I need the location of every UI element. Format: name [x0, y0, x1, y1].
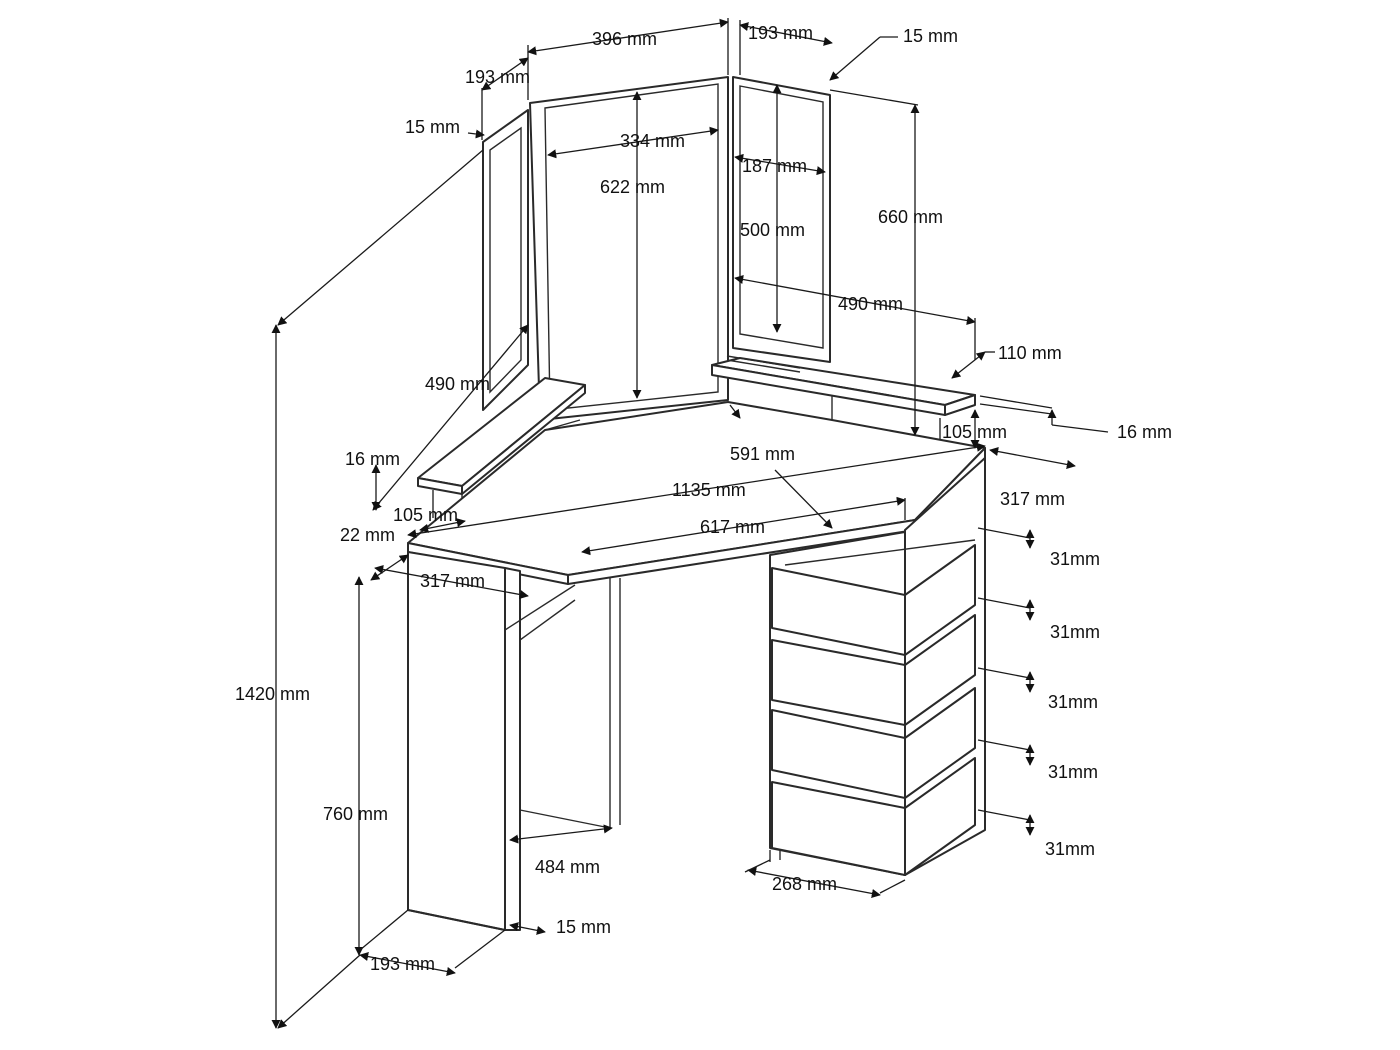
label-d490-right: 490 mm — [838, 294, 903, 314]
label-d484: 484 mm — [535, 857, 600, 877]
label-gap31-1: 31mm — [1050, 549, 1100, 569]
label-w193-top-right: 193 mm — [748, 23, 813, 43]
label-d317-right: 317 mm — [1000, 489, 1065, 509]
label-gap31-4: 31mm — [1048, 762, 1098, 782]
mirror-center-panel — [529, 76, 729, 421]
label-w15-top-right: 15 mm — [903, 26, 958, 46]
label-h622: 622 mm — [600, 177, 665, 197]
drawer-3 — [771, 687, 976, 799]
drawer-1 — [771, 539, 976, 656]
right-shelf — [711, 355, 976, 450]
label-w334: 334 mm — [620, 131, 685, 151]
drawer-4 — [771, 757, 976, 876]
mirror-left-panel — [482, 109, 529, 411]
label-w193-top-left: 193 mm — [465, 67, 530, 87]
label-d591: 591 mm — [730, 444, 795, 464]
label-gap31-2: 31mm — [1050, 622, 1100, 642]
label-w396: 396 mm — [592, 29, 657, 49]
label-w15-left: 15 mm — [405, 117, 460, 137]
label-t16-left: 16 mm — [345, 449, 400, 469]
label-w193-bottom: 193 mm — [370, 954, 435, 974]
label-d317-left: 317 mm — [420, 571, 485, 591]
drawer-2 — [771, 614, 976, 726]
label-w268: 268 mm — [772, 874, 837, 894]
label-h760: 760 mm — [323, 804, 388, 824]
label-t15-bottom: 15 mm — [556, 917, 611, 937]
label-t16-right: 16 mm — [1117, 422, 1172, 442]
label-h187: 187 mm — [742, 156, 807, 176]
label-w1135: 1135 mm — [672, 480, 746, 500]
dimension-labels: 396 mm 193 mm 15 mm 193 mm 15 mm 334 mm … — [235, 23, 1172, 974]
label-w617: 617 mm — [700, 517, 765, 537]
dimension-lines — [271, 18, 1109, 1029]
label-h660: 660 mm — [878, 207, 943, 227]
drawer-gap-markers — [977, 527, 1035, 836]
label-w110: 110 mm — [998, 343, 1062, 363]
label-gap31-5: 31mm — [1045, 839, 1095, 859]
label-h1420: 1420 mm — [235, 684, 310, 704]
label-d490-left: 490 mm — [425, 374, 490, 394]
label-d105-right: 105 mm — [942, 422, 1007, 442]
label-t22: 22 mm — [340, 525, 395, 545]
label-d105-left: 105 mm — [393, 505, 458, 525]
label-gap31-3: 31mm — [1048, 692, 1098, 712]
label-h500: 500 mm — [740, 220, 805, 240]
